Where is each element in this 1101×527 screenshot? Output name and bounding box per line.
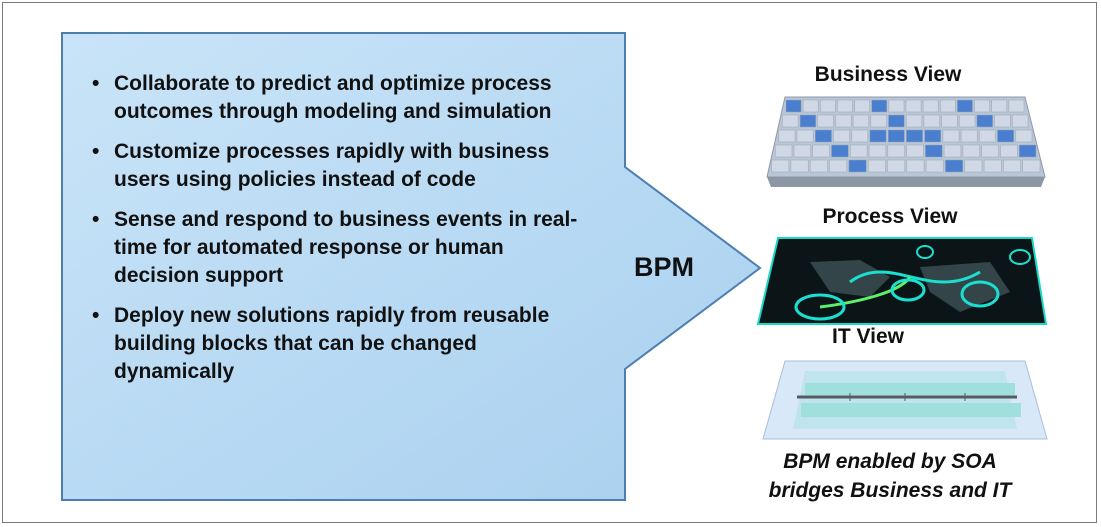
bpm-label: BPM: [634, 252, 694, 282]
business-view-image: [766, 96, 1046, 187]
bullet-list: Collaborate to predict and optimize proc…: [90, 70, 590, 398]
bullet-item: Collaborate to predict and optimize proc…: [90, 70, 590, 126]
business-view-title: Business View: [814, 63, 962, 86]
bullet-item: Customize processes rapidly with busines…: [90, 138, 590, 194]
it-view-title: IT View: [832, 325, 904, 348]
it-view-image: [762, 360, 1048, 440]
caption-line-1: BPM enabled by SOA: [783, 450, 997, 473]
process-view-title: Process View: [822, 205, 958, 228]
bullet-item: Deploy new solutions rapidly from reusab…: [90, 302, 590, 386]
caption: BPM enabled by SOA bridges Business and …: [735, 447, 1045, 505]
bullet-item: Sense and respond to business events in …: [90, 206, 590, 290]
process-view-image: [756, 237, 1048, 325]
caption-line-2: bridges Business and IT: [768, 479, 1012, 502]
